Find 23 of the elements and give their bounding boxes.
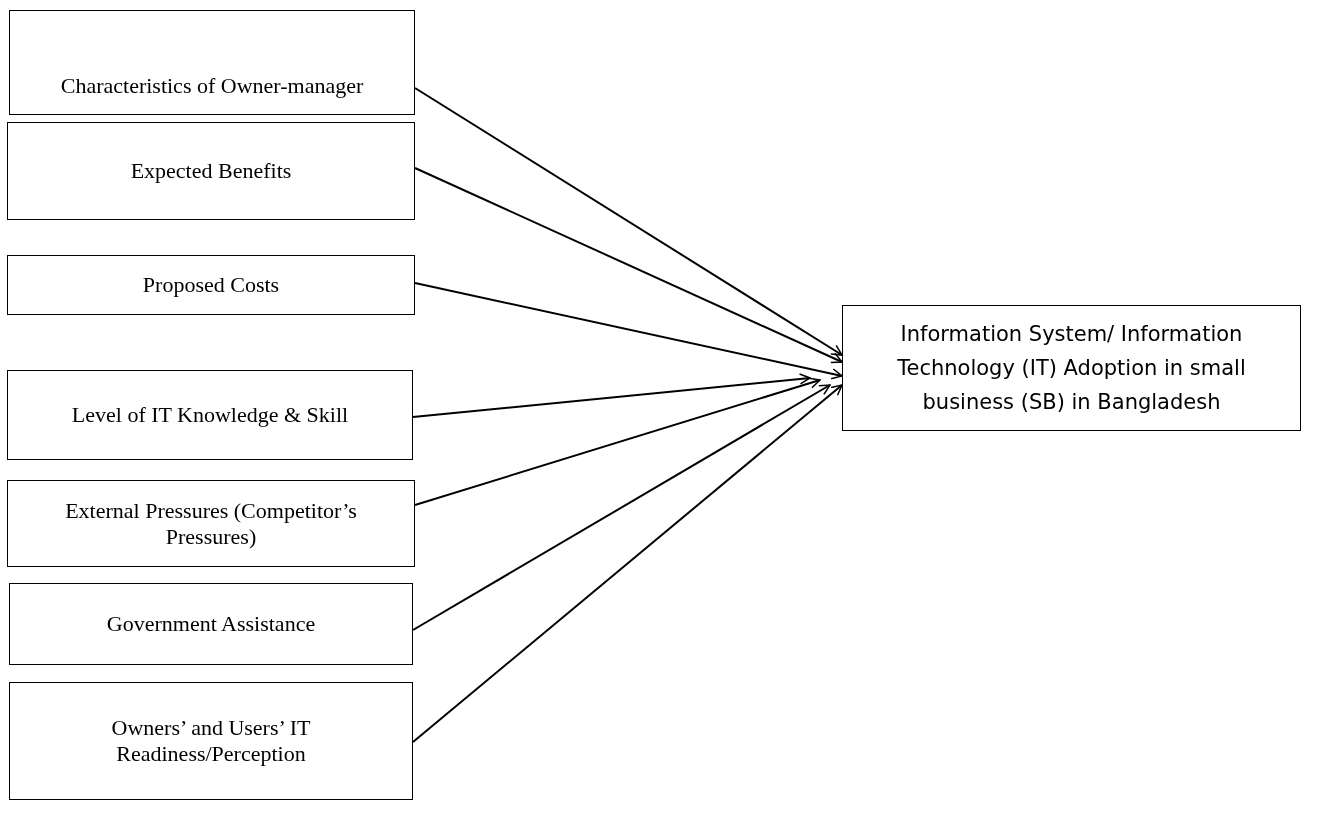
arrow <box>414 87 843 356</box>
factor-box <box>7 480 415 567</box>
box-text: Government Assistance <box>106 611 316 637</box>
factor-box <box>7 122 415 220</box>
box-text: Expected Benefits <box>130 158 292 184</box>
arrow <box>414 167 843 364</box>
box-text: Characteristics of Owner-manager <box>60 72 364 99</box>
arrow <box>412 373 811 418</box>
factor-box <box>7 370 413 460</box>
box-text: Information System/ Information Technology (IT) Adoption in small business (SB) in Bangladesh <box>896 321 1247 416</box>
box-text: External Pressures (Competitor’s Pressures) <box>64 497 358 550</box>
box-text: Level of IT Knowledge & Skill <box>71 402 349 428</box>
factor-box <box>9 682 413 800</box>
factor-box <box>7 255 415 315</box>
arrow <box>412 384 843 743</box>
arrow <box>414 377 821 506</box>
arrow <box>412 384 831 631</box>
factor-box <box>9 583 413 665</box>
box-text: Owners’ and Users’ IT Readiness/Perception <box>110 715 312 767</box>
outcome-box <box>842 305 1301 431</box>
factor-box <box>9 10 415 115</box>
box-text: Proposed Costs <box>142 272 280 298</box>
arrow <box>414 282 843 380</box>
